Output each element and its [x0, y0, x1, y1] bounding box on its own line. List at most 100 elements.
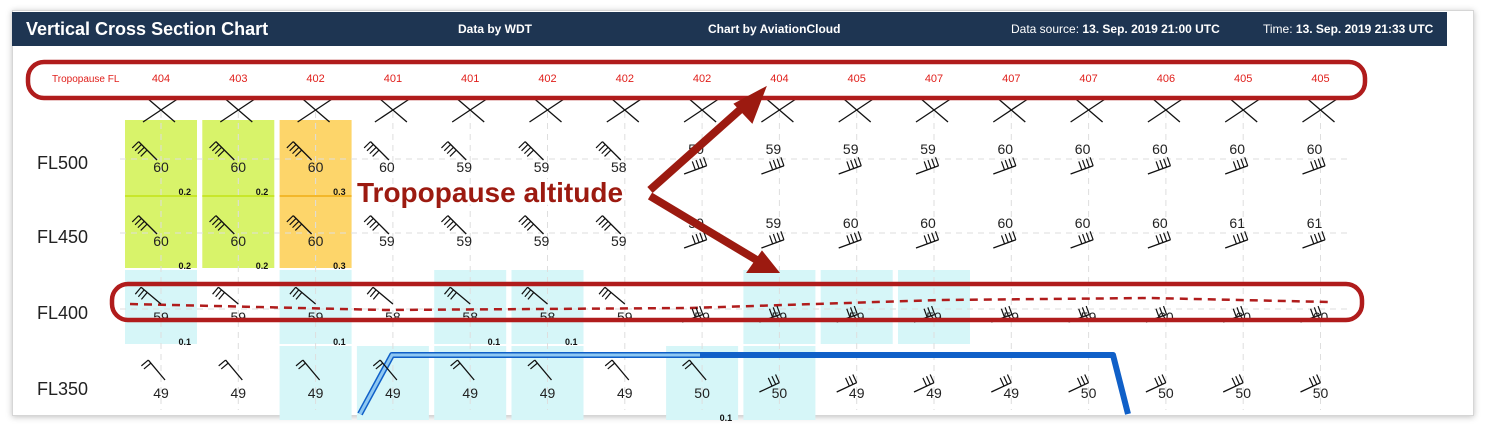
wind-barb-feather: [1321, 157, 1326, 166]
chart-header: Vertical Cross Section Chart Data by WDT…: [12, 12, 1447, 46]
wind-barb-feather: [1157, 375, 1163, 385]
wind-barb-feather: [369, 289, 377, 298]
wind-barb-feather: [134, 144, 142, 152]
turbulence-value: 0.2: [178, 187, 191, 197]
wind-barb-shaft: [1228, 97, 1258, 123]
icing-value: 0.1: [333, 337, 346, 347]
wind-barb-feather: [691, 161, 696, 171]
tropopause-label: Tropopause FL: [52, 74, 120, 85]
wind-barb-feather: [1317, 158, 1322, 168]
wind-barb-feather: [524, 289, 532, 298]
turbulence-value: 0.2: [256, 261, 269, 271]
annotation-arrow: [647, 192, 763, 266]
wind-barb-feather: [929, 374, 935, 383]
wind-barb-feather: [1078, 235, 1083, 245]
wind-barb-feather: [1313, 233, 1319, 243]
wind-barb-feather: [846, 161, 851, 171]
wind-barb-feather: [1163, 232, 1168, 242]
route-profile-highlight: [358, 353, 700, 415]
wind-barb-feather: [691, 308, 696, 318]
wind-speed-value: 49: [540, 385, 556, 401]
wind-speed-value: 59: [617, 309, 633, 325]
wind-barb-shaft: [225, 359, 243, 381]
highlight-tropopause-row: [25, 59, 1368, 101]
wind-barb-feather: [1003, 375, 1009, 385]
wind-barb-feather: [925, 375, 931, 385]
chart-time: Time: 13. Sep. 2019 21:33 UTC: [1263, 12, 1433, 46]
wind-barb-feather: [1310, 161, 1315, 171]
data-source-value: 13. Sep. 2019 21:00 UTC: [1082, 22, 1220, 36]
wind-barb-feather: [217, 223, 225, 231]
wind-barb-feather: [363, 215, 371, 223]
wind-barb-feather: [1159, 307, 1164, 317]
wind-speed-value: 60: [1229, 141, 1245, 157]
wind-speed-value: 59: [766, 215, 782, 231]
wind-barb-shaft: [456, 359, 475, 381]
wind-barb-feather: [931, 232, 936, 242]
wind-speed-value: 49: [385, 385, 401, 401]
wind-speed-value: 60: [998, 141, 1014, 157]
wind-barb-feather: [211, 218, 220, 226]
wind-barb-feather: [523, 146, 532, 155]
wind-barb-feather: [452, 362, 461, 370]
wind-barb-feather: [1008, 232, 1013, 242]
wind-barb-feather: [1008, 158, 1013, 168]
wind-barb-feather: [366, 218, 374, 226]
wind-barb-feather: [444, 286, 451, 295]
wind-speed-value: 59: [843, 141, 859, 157]
wind-barb-feather: [289, 218, 297, 226]
wind-barb-feather: [521, 144, 529, 152]
wind-barb-feather: [1078, 161, 1083, 171]
wind-barb-feather: [441, 141, 449, 149]
wind-speed-value: 60: [153, 159, 169, 175]
wind-barb-feather: [1232, 235, 1238, 245]
wind-barb-shaft: [379, 359, 398, 381]
wind-barb-feather: [699, 158, 704, 168]
wind-speed-value: 60: [920, 215, 936, 231]
wind-speed-value: 49: [308, 385, 324, 401]
wind-speed-value: 49: [1004, 385, 1020, 401]
wind-speed-value: 49: [153, 385, 169, 401]
tropopause-value: 404: [770, 73, 788, 85]
wind-barb-feather: [363, 141, 371, 149]
wind-barb-shaft: [455, 97, 485, 123]
wind-barb-feather: [1078, 308, 1083, 318]
wind-barb-feather: [1240, 305, 1245, 315]
tropopause-value: 401: [384, 73, 402, 85]
wind-barb-feather: [703, 157, 708, 166]
wind-barb-feather: [774, 374, 780, 383]
wind-barb-feather: [1316, 374, 1321, 383]
wind-barb-feather: [772, 159, 777, 169]
wind-barb-feather: [211, 144, 220, 152]
wind-barb-feather: [923, 235, 928, 245]
wind-speed-value: 59: [694, 309, 710, 325]
wind-speed-value: 59: [926, 309, 942, 325]
data-source-label: Data source:: [1011, 22, 1080, 36]
wind-barb-shaft: [687, 97, 717, 123]
wind-barb-feather: [1076, 377, 1082, 387]
level-label: FL500: [37, 153, 88, 173]
wind-barb-feather: [846, 308, 851, 318]
wind-barb-shaft: [378, 97, 408, 123]
wind-speed-value: 60: [231, 159, 247, 175]
wind-barb-feather: [695, 307, 700, 317]
wind-barb-feather: [1308, 377, 1314, 387]
wind-barb-feather: [521, 218, 529, 226]
wind-barb-feather: [1081, 307, 1087, 317]
wind-speed-value: 59: [379, 233, 395, 249]
wind-barb-feather: [369, 220, 377, 229]
wind-barb-feather: [852, 374, 858, 383]
wind-speed-value: 50: [1158, 385, 1174, 401]
wind-barb-feather: [1159, 233, 1164, 243]
wind-barb-feather: [1080, 375, 1086, 385]
wind-barb-feather: [695, 159, 700, 169]
level-label: FL450: [37, 227, 88, 247]
page-title: Vertical Cross Section Chart: [26, 19, 269, 39]
wind-barb-feather: [923, 161, 928, 171]
wind-barb-shaft: [996, 97, 1026, 123]
wind-speed-value: 59: [766, 141, 782, 157]
wind-barb-feather: [286, 141, 294, 149]
wind-barb-shaft: [919, 97, 949, 123]
wind-barb-feather: [853, 305, 858, 315]
wind-barb-shaft: [524, 215, 544, 235]
